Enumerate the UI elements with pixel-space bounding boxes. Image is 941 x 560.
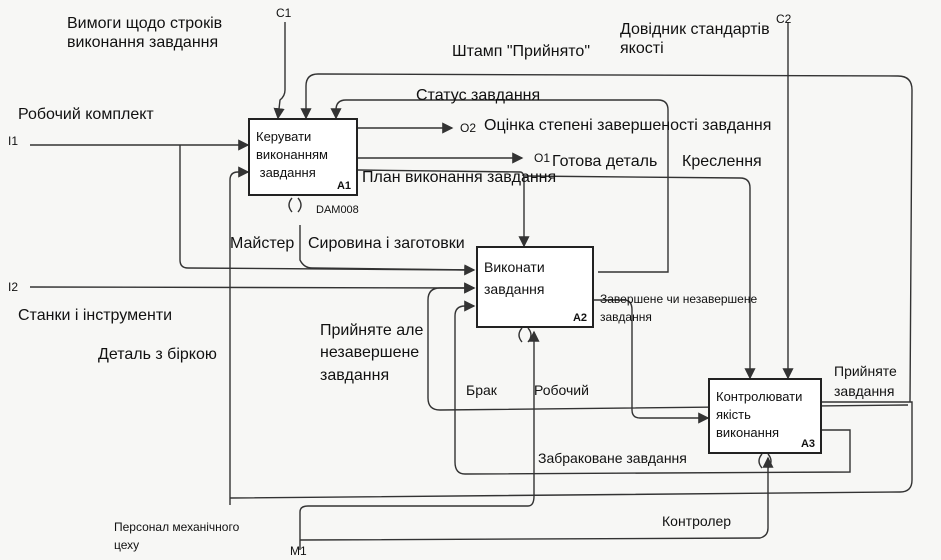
- label-work-kit: Робочий комплект: [18, 106, 154, 123]
- arrow-stamp-feedback: [300, 73, 913, 403]
- label-controller: Контролер: [662, 513, 732, 529]
- code-i1: I1: [8, 134, 19, 148]
- activity-id-a1: A1: [336, 180, 351, 192]
- tunnel-mark-a2: [518, 327, 532, 343]
- code-m1: M1: [290, 544, 307, 558]
- arrow-rejected-task: [454, 300, 851, 475]
- arrow-accepted-task: [229, 401, 913, 499]
- label-drawing: Креслення: [682, 153, 762, 170]
- label-foreman: Майстер: [230, 235, 295, 252]
- label-completed-or-incomplete: Завершене чи незавершене завдання: [600, 292, 758, 324]
- label-stamp-accepted: Штамп "Прийнято": [452, 43, 590, 60]
- tunnel-mark-a1: [288, 197, 302, 213]
- arrow-raw-materials: [299, 225, 476, 276]
- label-workshop-staff: Персонал механічного цеху: [114, 520, 240, 552]
- label-scrap: Брак: [466, 382, 497, 398]
- label-accepted-task: Прийняте завдання: [834, 363, 897, 399]
- code-c1: C1: [276, 6, 292, 20]
- arrow-status-feedback: [330, 99, 669, 273]
- label-rejected-task: Забраковане завдання: [538, 450, 687, 466]
- activity-id-a2: A2: [572, 312, 587, 324]
- arrow-drawing: [523, 175, 756, 380]
- label-worker: Робочий: [534, 382, 589, 398]
- activity-id-a3: A3: [800, 438, 815, 450]
- arrow-m1-worker: [299, 330, 540, 550]
- activity-label-a1: Керувати виконанням завдання: [256, 129, 328, 181]
- activity-label-a2: Виконати завдання: [484, 259, 545, 298]
- label-finished-part: Готова деталь: [552, 153, 658, 170]
- arrow-plan: [357, 169, 530, 248]
- label-raw-materials: Сировина і заготовки: [308, 235, 465, 252]
- arrow-i2-machines: [29, 282, 476, 294]
- label-quality-standards: Довідник стандартів якості: [620, 21, 770, 58]
- arrow-m1-controller: [299, 456, 774, 541]
- activity-label-a3: Контролювати якість виконання: [716, 389, 803, 441]
- label-machines-tools: Станки і інструменти: [18, 307, 173, 324]
- arrow-i1-branch: [179, 145, 471, 271]
- code-o2: O2: [460, 121, 477, 135]
- code-o1: O1: [534, 151, 551, 165]
- label-task-status: Статус завдання: [416, 87, 541, 104]
- activity-box-a1: Керувати виконанням завдання A1: [248, 118, 358, 196]
- arrow-foreman: [229, 166, 250, 505]
- arrow-completed-incomplete: [594, 299, 710, 424]
- label-tagged-part: Деталь з біркою: [98, 346, 217, 363]
- code-i2: I2: [8, 280, 19, 294]
- label-accepted-incomplete: Прийняте але незавершене завдання: [320, 322, 424, 384]
- tunnel-mark-a3: [758, 453, 772, 469]
- arrow-c1-requirements: [273, 22, 286, 120]
- label-completion-assessment: Оцінка степені завершеності завдання: [484, 117, 772, 134]
- label-requirements: Вимоги щодо строків виконання завдання: [67, 15, 223, 52]
- label-plan: План виконання завдання: [362, 169, 557, 186]
- node-ref: DAM008: [316, 204, 359, 216]
- arrow-accepted-incomplete: [427, 282, 909, 411]
- activity-box-a3: Контролювати якість виконання A3: [708, 378, 822, 454]
- code-c2: C2: [776, 12, 792, 26]
- activity-box-a2: Виконати завдання A2: [476, 246, 594, 328]
